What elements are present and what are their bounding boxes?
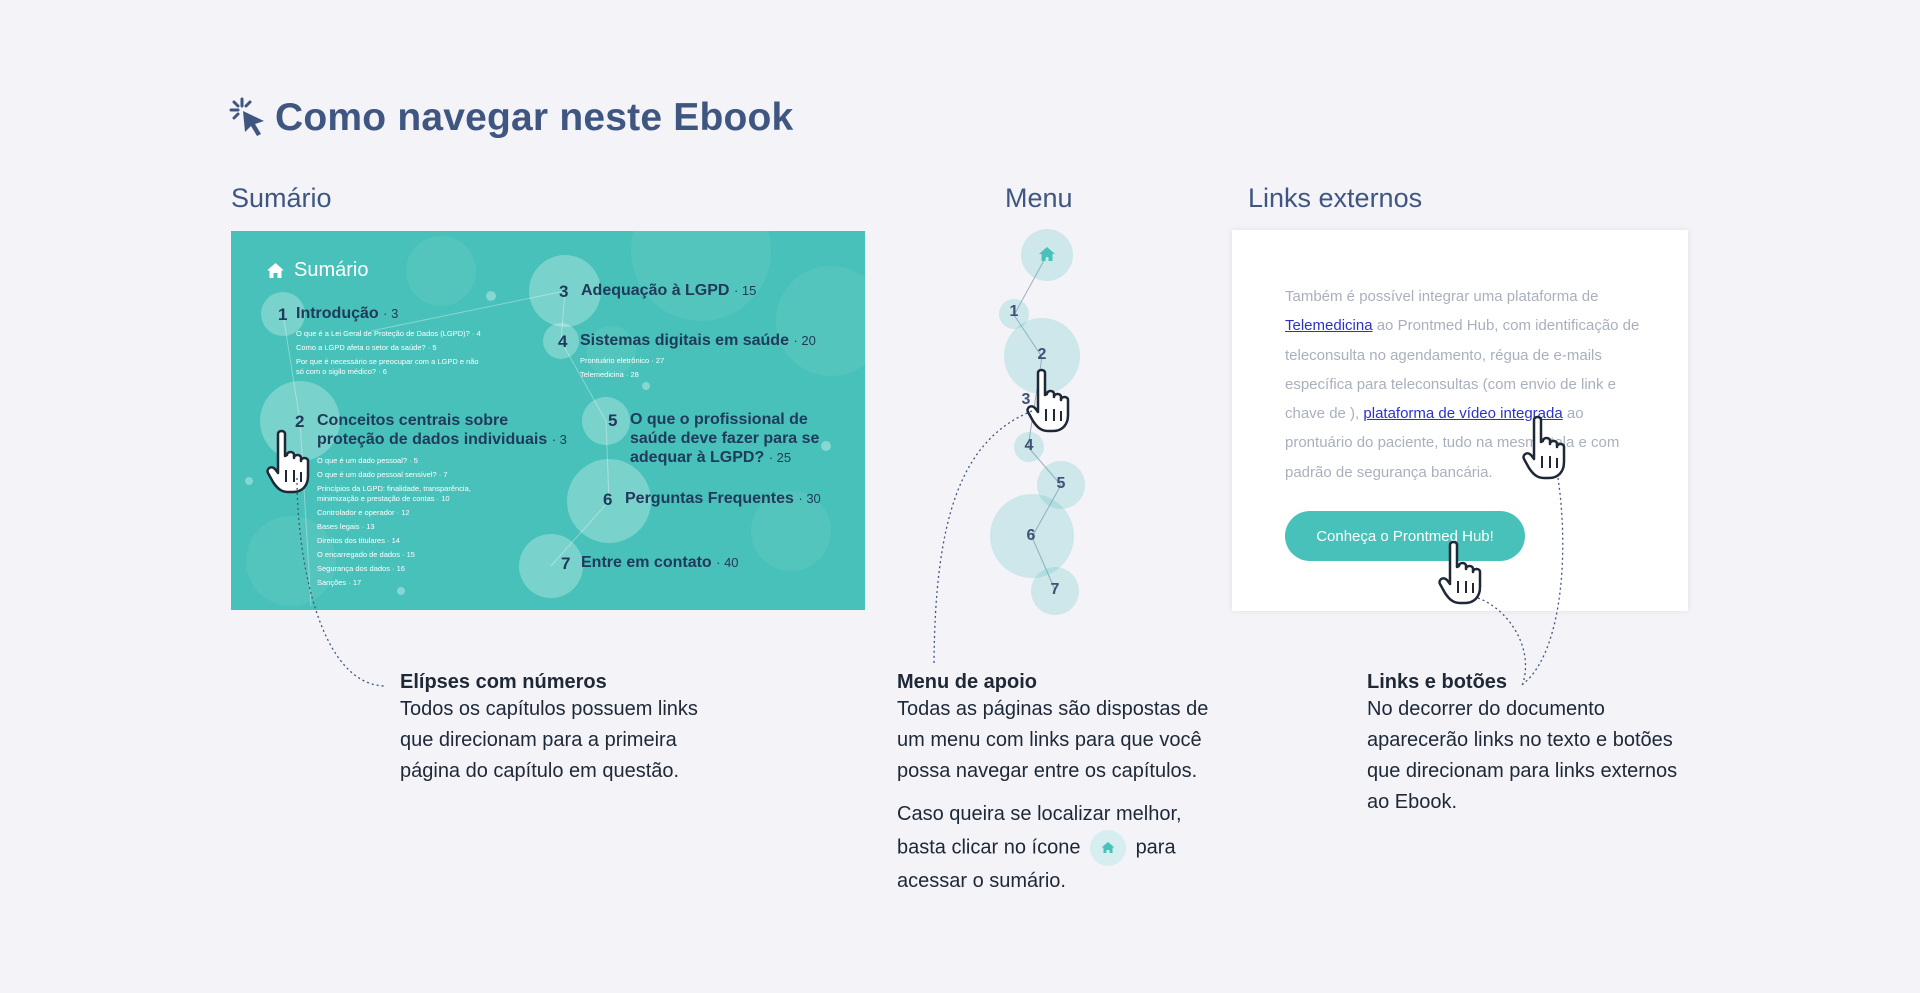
links-paragraph: Também é possível integrar uma plataform… — [1285, 288, 1640, 481]
hand-pointer-icon — [266, 429, 310, 494]
prontmed-hub-button[interactable]: Conheça o Prontmed Hub! — [1285, 511, 1525, 561]
chapter-5-title-line3[interactable]: adequar à LGPD? · 25 — [630, 449, 792, 466]
chapter-1-sub[interactable]: Por que é necessário se preocupar com a … — [296, 357, 479, 366]
chapter-5-title-line1[interactable]: O que o profissional de — [630, 411, 808, 428]
chapter-7-title[interactable]: Entre em contato · 40 — [581, 554, 739, 571]
cursor-click-icon — [229, 97, 264, 136]
chapter-2-sub[interactable]: Princípios da LGPD: finalidade, transpar… — [317, 484, 471, 493]
video-platform-link[interactable]: plataforma de vídeo integrada — [1363, 405, 1563, 423]
chapter-4-sub[interactable]: Prontuário eletrônico · 27 — [580, 356, 665, 365]
chapter-2-number[interactable]: 2 — [295, 412, 305, 431]
hand-pointer-icon — [1438, 540, 1482, 605]
caption-menu-extra: acessar o sumário. — [897, 870, 1066, 892]
home-icon[interactable] — [1090, 830, 1126, 866]
chapter-2-sub[interactable]: O que é um dado pessoal sensível? · 7 — [317, 470, 448, 479]
hand-pointer-icon — [1522, 415, 1566, 480]
chapter-4-number[interactable]: 4 — [558, 332, 568, 351]
menu-item-1[interactable]: 1 — [1009, 303, 1019, 320]
caption-links-line: aparecerão links no texto e botões — [1367, 729, 1673, 751]
chapter-4-title[interactable]: Sistemas digitais em saúde · 20 — [580, 332, 816, 349]
chapter-2-sub[interactable]: Controlador e operador · 12 — [317, 508, 410, 517]
caption-menu-extra: basta clicar no ícone para — [897, 830, 1237, 866]
home-icon — [267, 263, 284, 278]
chapter-1-sub[interactable]: Como a LGPD afeta o setor da saúde? · 5 — [296, 343, 437, 352]
menu-column — [990, 229, 1085, 615]
chapter-1-title[interactable]: Introdução · 3 — [296, 305, 399, 322]
menu-item-5[interactable]: 5 — [1056, 475, 1066, 492]
menu-item-3[interactable]: 3 — [1021, 391, 1031, 408]
caption-ellipses-line: página do capítulo em questão. — [400, 760, 680, 782]
caption-menu-extra: Caso queira se localizar melhor, — [897, 803, 1182, 825]
chapter-6-title[interactable]: Perguntas Frequentes · 30 — [625, 490, 821, 507]
caption-menu-line: possa navegar entre os capítulos. — [897, 760, 1198, 782]
chapter-2-sub[interactable]: Segurança dos dados · 16 — [317, 564, 405, 573]
menu-item-4[interactable]: 4 — [1024, 437, 1034, 454]
chapter-1-number[interactable]: 1 — [278, 305, 288, 324]
chapter-5-number[interactable]: 5 — [608, 411, 618, 430]
page-title: Como navegar neste Ebook — [275, 96, 794, 139]
chapter-2-title-line1[interactable]: Conceitos centrais sobre — [317, 412, 509, 429]
chapter-2-sub[interactable]: minimização e prestação de contas · 10 — [317, 494, 450, 503]
caption-menu: Menu de apoio Todas as páginas são dispo… — [897, 671, 1237, 897]
chapter-4-sub[interactable]: Telemedicina · 28 — [580, 370, 639, 379]
chapter-3-title[interactable]: Adequação à LGPD · 15 — [581, 282, 757, 299]
sumario-heading: Sumário — [294, 259, 369, 281]
menu-home-icon — [1039, 247, 1055, 261]
links-label: Links externos — [1248, 183, 1423, 213]
caption-links-line: No decorrer do documento — [1367, 698, 1605, 720]
chapter-3-number[interactable]: 3 — [559, 282, 569, 301]
chapter-2-sub[interactable]: O encarregado de dados · 15 — [317, 550, 415, 559]
telemedicina-link[interactable]: Telemedicina — [1285, 317, 1373, 335]
caption-ellipses-title: Elípses com números — [400, 671, 607, 693]
caption-menu-line: Todas as páginas são dispostas de — [897, 698, 1209, 720]
chapter-1-sub[interactable]: só com o sigilo médico? · 6 — [296, 367, 387, 376]
caption-ellipses-line: Todos os capítulos possuem links — [400, 698, 698, 720]
caption-ellipses: Elípses com números Todos os capítulos p… — [400, 671, 730, 787]
chapter-2-sub[interactable]: Sanções · 17 — [317, 578, 362, 587]
sumario-background-network — [245, 231, 865, 607]
sumario-label: Sumário — [231, 183, 332, 213]
caption-links-title: Links e botões — [1367, 671, 1508, 693]
chapter-5-title-line2[interactable]: saúde deve fazer para se — [630, 430, 820, 447]
chapter-2-sub[interactable]: Direitos dos titulares · 14 — [317, 536, 400, 545]
caption-menu-line: um menu com links para que você — [897, 729, 1202, 751]
chapter-1-sub[interactable]: O que é a Lei Geral de Proteção de Dados… — [296, 329, 481, 338]
menu-item-7[interactable]: 7 — [1050, 581, 1060, 598]
caption-links-line: que direcionam para links externos — [1367, 760, 1678, 782]
chapter-6-number[interactable]: 6 — [603, 490, 613, 509]
chapter-2-sub[interactable]: O que é um dado pessoal? · 5 — [317, 456, 418, 465]
menu-label: Menu — [1005, 183, 1073, 213]
hand-pointer-icon — [1026, 368, 1070, 433]
caption-menu-title: Menu de apoio — [897, 671, 1037, 693]
links-preview: Também é possível integrar uma plataform… — [1232, 230, 1688, 611]
menu-item-2[interactable]: 2 — [1037, 346, 1047, 363]
caption-links: Links e botões No decorrer do documento … — [1367, 671, 1707, 818]
sumario-preview: Sumário 1 Introdução · 3 O que é a Lei G… — [231, 231, 865, 610]
chapter-2-sub[interactable]: Bases legais · 13 — [317, 522, 375, 531]
menu-item-6[interactable]: 6 — [1026, 527, 1036, 544]
caption-ellipses-line: que direcionam para a primeira — [400, 729, 677, 751]
caption-links-line: ao Ebook. — [1367, 791, 1458, 813]
chapter-2-title-line2[interactable]: proteção de dados individuais · 3 — [317, 431, 567, 448]
chapter-7-number[interactable]: 7 — [561, 554, 571, 573]
